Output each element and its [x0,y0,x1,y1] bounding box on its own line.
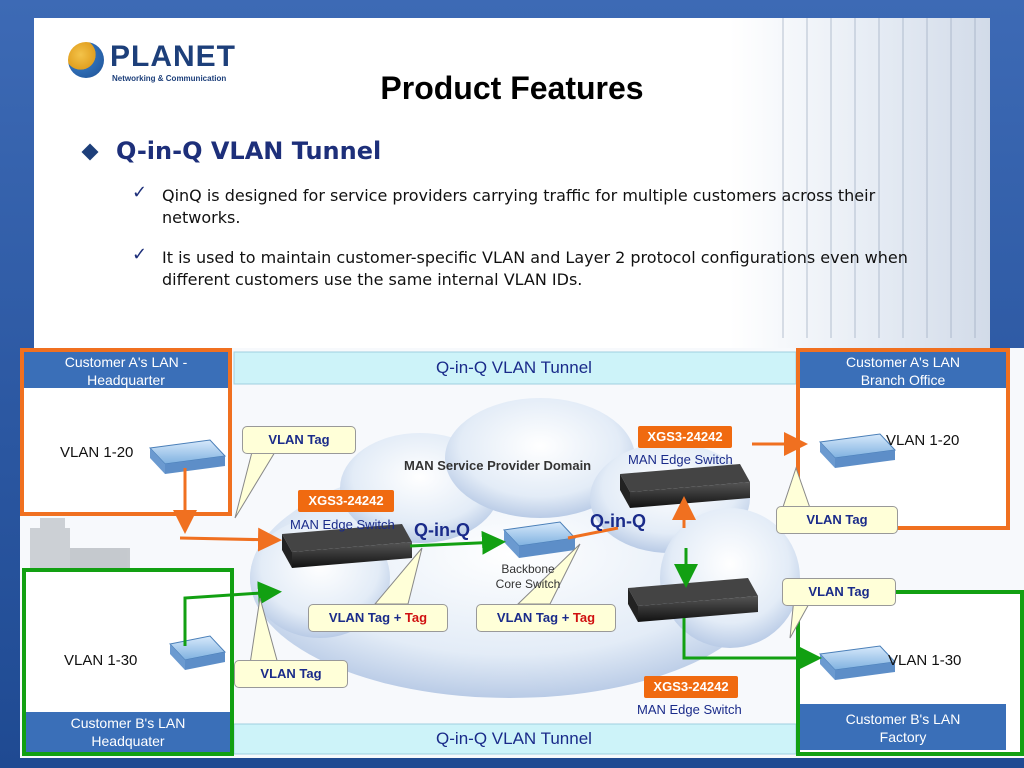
planet-logo: PLANET Networking & Communication [68,40,235,90]
edge-switch-left-model: XGS3-24242 [298,490,394,512]
tunnel-label-bottom: Q-in-Q VLAN Tunnel [436,729,592,748]
site-b-hq-title-line1: Customer B's LAN [70,715,186,731]
globe-icon [68,42,104,78]
qinq-label-right: Q-in-Q [590,511,646,531]
vlan-range-b-factory: VLAN 1-30 [888,652,962,669]
edge-switch-top-right-model: XGS3-24242 [638,426,732,448]
feature-point-2: It is used to maintain customer-specific… [162,248,908,289]
site-a-hq-title-line1: Customer A's LAN - [64,354,188,370]
customer-a-path [173,432,808,552]
callout-vlan-tag-a-hq: VLAN Tag [242,426,356,454]
site-a-hq-box [20,348,232,516]
vlan-range-a-branch: VLAN 1-20 [886,432,960,449]
logo-tagline: Networking & Communication [112,74,227,83]
site-a-hq-title: Customer A's LAN - Headquarter [24,353,228,389]
edge-switch-bottom-right-model: XGS3-24242 [644,676,738,698]
site-a-branch-title-line2: Branch Office [860,372,946,388]
server-room-image [730,18,990,350]
callout-vlan-tag-b-hq: VLAN Tag [234,660,348,688]
site-b-factory-title: Customer B's LAN Factory [800,710,1006,746]
site-b-factory-title-line1: Customer B's LAN [845,711,961,727]
site-b-hq-title-line2: Headquater [91,733,165,749]
diagram-graphics [20,348,1024,758]
vlan-range-a-hq: VLAN 1-20 [60,444,134,461]
callout-vlan-tag-plus-left: VLAN Tag + Tag [308,604,448,632]
site-a-branch-title: Customer A's LAN Branch Office [800,353,1006,389]
tunnel-label-top: Q-in-Q VLAN Tunnel [436,358,592,377]
tunnel-bar-top [233,351,797,385]
edge-switch-top-right-role: MAN Edge Switch [628,452,733,467]
callout-plus-left-plus: + [393,610,402,625]
callout-plus-left-main: VLAN Tag [328,610,391,625]
edge-switch-bottom-right [628,578,758,622]
edge-switch-left [282,524,412,568]
core-switch-label-line2: Core Switch [495,577,561,591]
vlan-range-b-hq: VLAN 1-30 [64,652,138,669]
site-b-factory-title-line2: Factory [879,729,927,745]
callout-vlan-tag-b-factory: VLAN Tag [782,578,896,606]
callout-plus-right-extra: Tag [572,610,596,625]
edge-switch-bottom-right-role: MAN Edge Switch [637,702,742,717]
callout-vlan-tag-plus-right: VLAN Tag + Tag [476,604,616,632]
callout-plus-right-plus: + [561,610,570,625]
callout-vlan-tag-a-branch: VLAN Tag [776,506,898,534]
section-heading: Q-in-Q VLAN Tunnel [116,137,382,165]
site-a-branch-box [796,348,1010,530]
qinq-network-diagram: Q-in-Q VLAN Tunnel Q-in-Q VLAN Tunnel Cu… [20,348,1024,758]
core-switch-label-line1: Backbone [501,562,555,576]
checkmark-icon: ✓ [132,182,148,203]
slide-panel [34,18,990,350]
site-a-hq-title-line2: Headquarter [87,372,165,388]
core-switch-label: Backbone Core Switch [478,562,578,592]
switch-icon-a-branch [818,433,897,468]
qinq-label-left: Q-in-Q [414,520,470,540]
site-a-branch-title-line1: Customer A's LAN [846,354,960,370]
feature-point-1: QinQ is designed for service providers c… [162,186,876,227]
callout-plus-left-extra: Tag [404,610,428,625]
callout-plus-right-main: VLAN Tag [496,610,559,625]
slide-title: Product Features [380,70,644,106]
server-racks [760,18,980,338]
site-b-hq-title: Customer B's LAN Headquater [26,714,230,750]
switch-icon-b-factory [818,645,897,680]
logo-name: PLANET [110,40,236,73]
man-domain-label: MAN Service Provider Domain [404,458,592,473]
edge-switch-top-right [620,464,750,508]
edge-switch-left-role: MAN Edge Switch [290,517,395,532]
checkmark-icon: ✓ [132,244,148,265]
customer-b-path [183,530,822,670]
switch-icon-a-hq [148,439,227,474]
